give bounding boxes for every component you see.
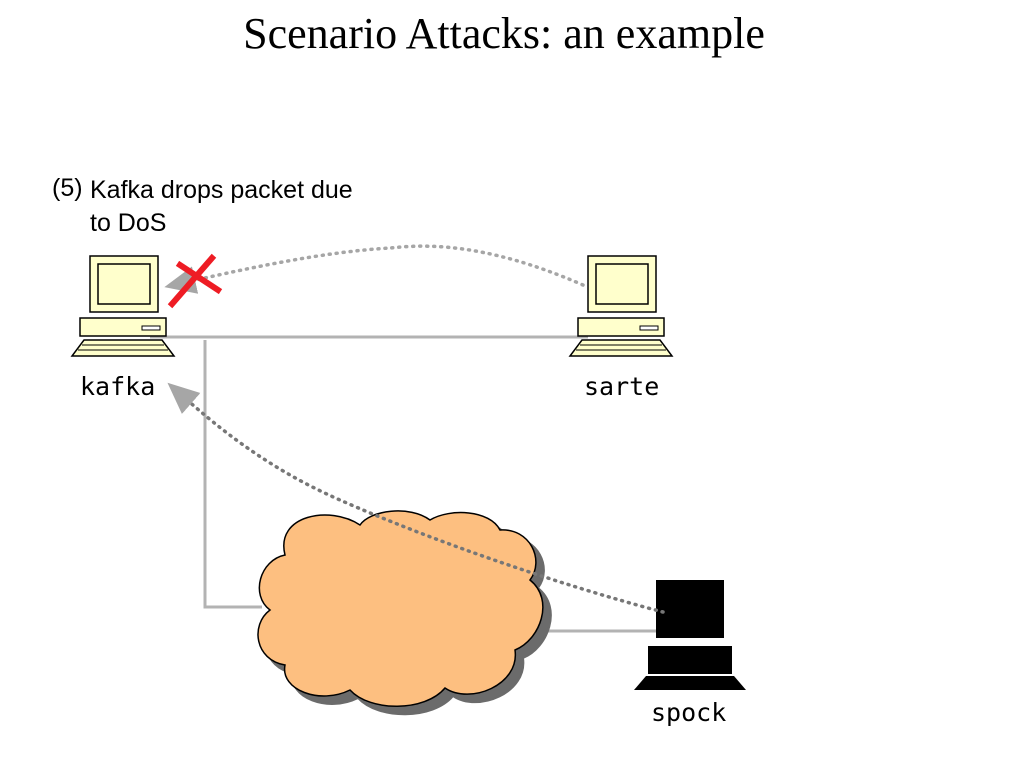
network-links	[150, 335, 660, 633]
spock-attacker-computer-icon	[634, 580, 746, 690]
packet-path-sarte-kafka	[164, 244, 585, 294]
link-kafka-cloud	[203, 340, 262, 609]
packet-dropped-x-icon	[167, 253, 223, 309]
sarte-label: sarte	[584, 372, 660, 401]
sarte-computer-icon	[569, 255, 673, 357]
step-number: (5)	[52, 174, 83, 202]
attack-path-spock-kafka	[167, 382, 665, 614]
slide-title: Scenario Attacks: an example	[243, 9, 765, 58]
kafka-computer-icon	[71, 255, 175, 357]
spock-label: spock	[651, 698, 727, 727]
internet-cloud-icon	[257, 510, 552, 716]
kafka-label: kafka	[80, 372, 156, 401]
step-description: Kafka drops packet due to DoS	[90, 176, 353, 237]
